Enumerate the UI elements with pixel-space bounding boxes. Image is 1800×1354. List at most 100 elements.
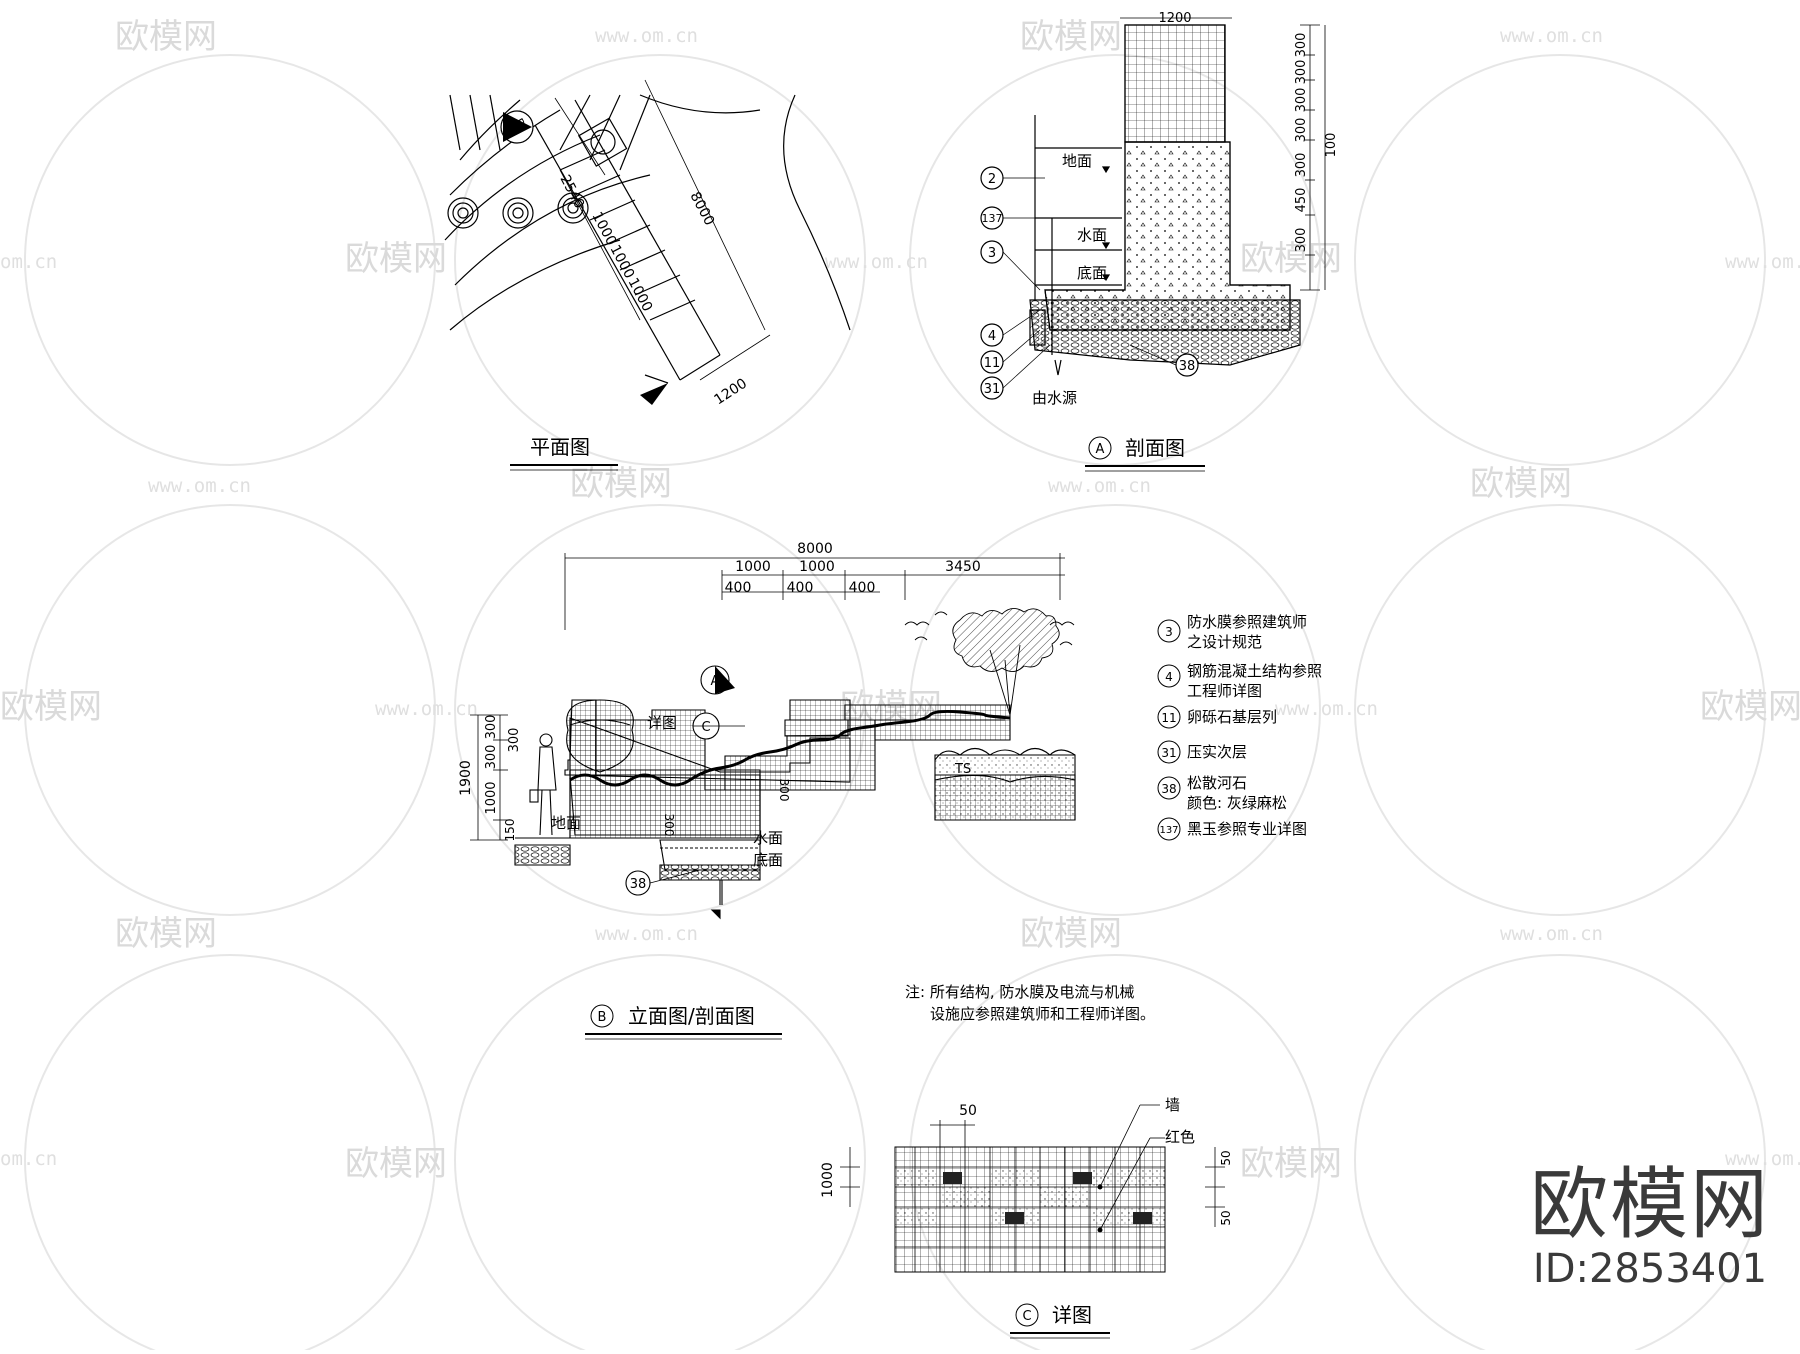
plan-dimensions: 2540 1000 1000 1000 8000 1200 [556, 172, 750, 408]
section-a [980, 17, 1326, 400]
watermark-url: www.om.cn [148, 475, 251, 497]
section-a-text: 1200 300 300 300 300 300 450 300 100 地面 … [982, 11, 1340, 407]
section-b-dim: 1000 [735, 559, 771, 575]
section-a-label: 水面 [1077, 226, 1107, 244]
watermark-url: www.om.cn [1500, 923, 1603, 945]
section-a-dim: 300 [1294, 228, 1309, 253]
section-b-dim: 300 [777, 779, 791, 802]
section-a-dim: 100 [1324, 133, 1339, 158]
callout-number: 31 [984, 382, 1001, 397]
section-a-label: 地面 [1062, 152, 1092, 170]
section-b-dim: 1900 [458, 760, 474, 796]
section-a-dim: 300 [1294, 88, 1309, 113]
section-b-dim: 300 [507, 728, 522, 753]
legend-text: 钢筋混凝土结构参照 [1187, 662, 1322, 680]
section-b-dim: 300 [484, 745, 499, 770]
section-a-title: 剖面图 [1125, 436, 1185, 460]
legend-text: 松散河石 [1187, 774, 1247, 792]
section-b-label: 地面 [551, 814, 581, 832]
callout-number: 11 [984, 356, 1001, 371]
detail-c-dim: 1000 [820, 1162, 836, 1198]
watermark-url: www.om.cn [825, 251, 928, 273]
section-b-label: 水面 [753, 829, 783, 847]
section-a-label: 底面 [1077, 264, 1107, 282]
legend-number: 137 [1159, 825, 1178, 836]
detail-c-dim: 50 [1219, 1210, 1233, 1225]
note: 注: 所有结构, 防水膜及电流与机械 设施应参照建筑师和工程师详图。 [905, 983, 1155, 1023]
note-line: 设施应参照建筑师和工程师详图。 [930, 1005, 1155, 1023]
watermark-url: www.om.cn [1275, 698, 1378, 720]
watermark-text: 欧模网 [1240, 1144, 1342, 1184]
watermark-text: 欧模网 [1700, 687, 1800, 727]
section-b-circle: B [598, 1010, 607, 1025]
legend-text: 颜色: 灰绿麻松 [1187, 794, 1287, 812]
legend-text: 防水膜参照建筑师 [1187, 613, 1307, 631]
watermark-text: 欧模网 [0, 687, 102, 727]
callout-number: 2 [988, 172, 996, 187]
section-b-dim: 1000 [484, 781, 499, 814]
section-a-label: 由水源 [1032, 389, 1077, 407]
legend-number: 31 [1161, 746, 1176, 760]
legend-text: 工程师详图 [1187, 682, 1262, 700]
detail-c-circle: C [1022, 1309, 1031, 1324]
brand-watermark-name: 欧模网 [1529, 1160, 1770, 1250]
legend-number: 11 [1161, 711, 1176, 725]
legend-text: 卵砾石基层列 [1187, 708, 1277, 726]
watermark-text: 欧模网 [570, 464, 672, 504]
detail-c-label: 墙 [1165, 1096, 1180, 1114]
detail-c-dim: 50 [959, 1103, 977, 1119]
watermark-url: www.om.cn [1725, 1148, 1800, 1170]
watermark-url: www.om.cn [595, 25, 698, 47]
detail-c-label: 红色 [1165, 1128, 1195, 1146]
watermark-url: www.om.cn [1725, 251, 1800, 273]
legend-number: 38 [1161, 782, 1176, 796]
section-b-text: 8000 1000 1000 3450 400 400 400 1900 300… [458, 541, 981, 892]
section-b-dim: 1000 [799, 559, 835, 575]
section-a-dim: 300 [1294, 60, 1309, 85]
section-marker: A [711, 674, 720, 689]
callout-number: 3 [988, 246, 996, 261]
watermark-text: 欧模网 [1020, 17, 1122, 57]
watermark-url: www.om.cn [1500, 25, 1603, 47]
watermark-text: 欧模网 [115, 17, 217, 57]
section-b-dim: 400 [849, 580, 876, 596]
watermark-url: om.cn [0, 1148, 57, 1170]
section-b-dim: 150 [503, 819, 517, 842]
watermark-text: 欧模网 [345, 239, 447, 279]
legend-text: 之设计规范 [1187, 633, 1262, 651]
section-b-dim: 400 [787, 580, 814, 596]
plan-dim: 1000 [588, 209, 619, 248]
plan-dim: 1200 [711, 376, 750, 409]
callout-number: 4 [988, 329, 996, 344]
detail-c [840, 1104, 1225, 1273]
detail-c-title: 详图 [1052, 1303, 1092, 1327]
section-b-dim: 300 [484, 715, 499, 740]
plan-title: 平面图 [530, 435, 590, 459]
section-b-title: 立面图/剖面图 [628, 1004, 755, 1028]
legend-number: 3 [1165, 625, 1173, 639]
section-b-label: 底面 [753, 851, 783, 869]
watermark-text: 欧模网 [345, 1144, 447, 1184]
section-a-dim: 1200 [1158, 11, 1191, 26]
section-a-dim: 300 [1294, 153, 1309, 178]
watermark-layer: 欧模网 欧模网 欧模网 欧模网 欧模网 欧模网 欧模网 欧模网 欧模网 欧模网 … [0, 17, 1800, 1354]
legend-text: 压实次层 [1187, 743, 1247, 761]
section-b-label: TS [954, 762, 971, 777]
watermark-url: www.om.cn [1048, 475, 1151, 497]
brand-watermark-id: ID:2853401 [1532, 1246, 1768, 1292]
plan-dim: 8000 [686, 189, 717, 228]
section-a-circle: A [1096, 442, 1105, 457]
section-b-label: 详图 [647, 714, 677, 732]
watermark-url: www.om.cn [375, 698, 478, 720]
section-a-dim: 300 [1294, 33, 1309, 58]
watermark-text: 欧模网 [1020, 914, 1122, 954]
section-b-dim: 8000 [797, 541, 833, 557]
plan-dim: 1000 [606, 242, 637, 281]
section-b [470, 553, 1076, 920]
legend-text: 黑玉参照专业详图 [1187, 820, 1307, 838]
detail-marker: C [701, 720, 710, 735]
detail-c-text: 50 1000 50 50 墙 红色 [820, 1096, 1233, 1226]
callout-number: 38 [1179, 359, 1196, 374]
